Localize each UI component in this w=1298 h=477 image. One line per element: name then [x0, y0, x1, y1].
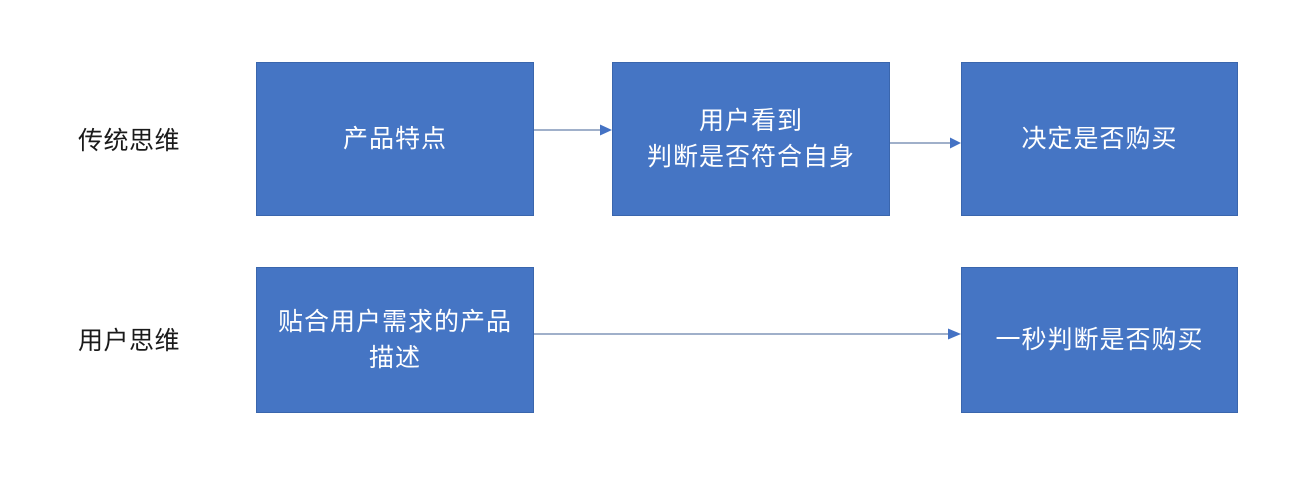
connector-description-to-onesecond — [534, 326, 963, 342]
node-one-second-decide-label: 一秒判断是否购买 — [995, 325, 1204, 354]
connector-features-to-sees — [534, 122, 614, 138]
connector-sees-to-decide — [890, 135, 963, 151]
node-user-sees-judges[interactable]: 用户看到 判断是否符合自身 — [612, 62, 890, 216]
node-one-second-decide[interactable]: 一秒判断是否购买 — [961, 267, 1238, 413]
node-decide-purchase-label: 决定是否购买 — [1021, 124, 1178, 153]
node-user-sees-judges-label: 用户看到 判断是否符合自身 — [646, 106, 855, 171]
node-decide-purchase[interactable]: 决定是否购买 — [961, 62, 1238, 216]
node-product-features-label: 产品特点 — [342, 124, 447, 153]
row-label-user: 用户思维 — [78, 327, 181, 355]
row-label-traditional: 传统思维 — [78, 127, 181, 155]
node-user-need-description-label: 贴合用户需求的产品 描述 — [277, 307, 512, 372]
node-product-features[interactable]: 产品特点 — [256, 62, 534, 216]
node-user-need-description[interactable]: 贴合用户需求的产品 描述 — [256, 267, 534, 413]
